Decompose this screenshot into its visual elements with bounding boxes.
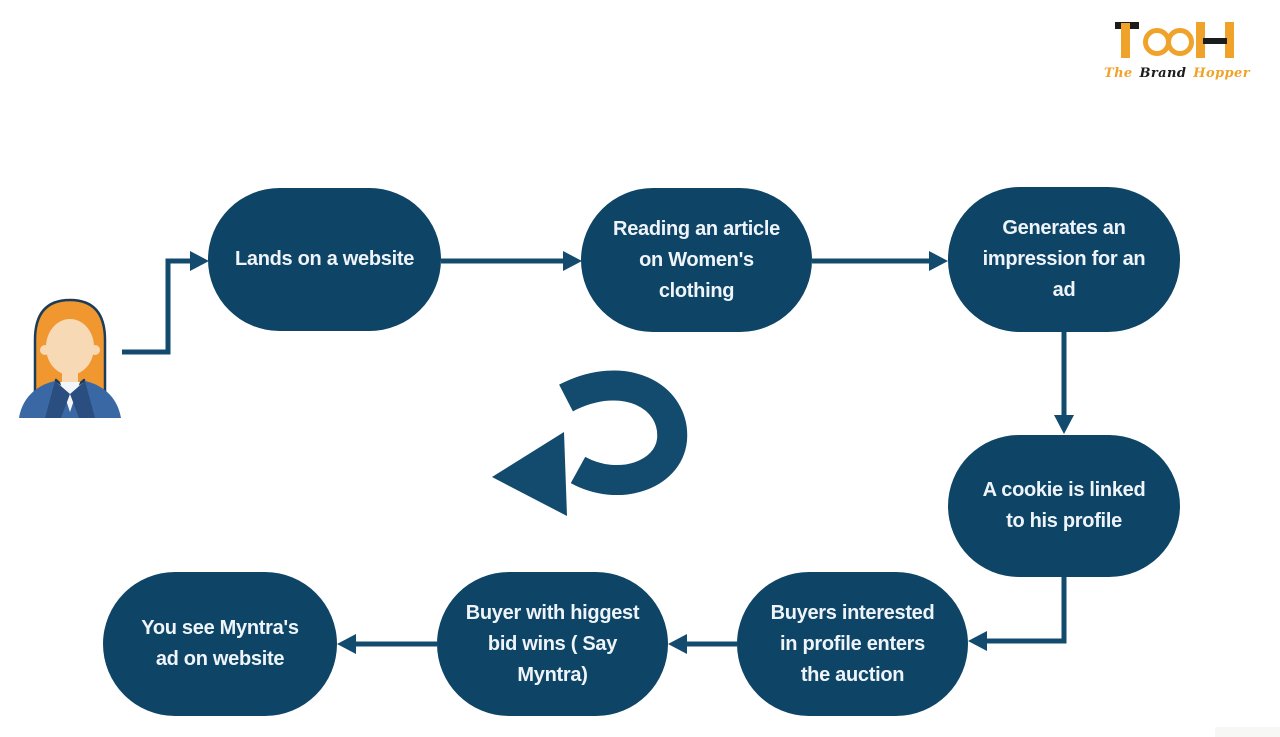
- arrowhead-left-icon: [968, 631, 987, 651]
- tagline-word-the: The: [1104, 66, 1133, 81]
- logo-tagline: The Brand Hopper: [1104, 66, 1250, 81]
- footer-strip: [1215, 727, 1280, 737]
- logo-monogram-icon: [1115, 22, 1234, 58]
- tagline-word-hopper: Hopper: [1193, 66, 1250, 81]
- curved-loop-arrow-icon: [492, 370, 688, 516]
- arrow-visitor-to-lands: [122, 258, 192, 355]
- arrowhead-down-icon: [1054, 415, 1074, 434]
- website-visitor-woman-icon: [19, 298, 121, 418]
- brand-hopper-logo: The Brand Hopper: [1104, 14, 1250, 81]
- tagline-word-brand: Brand: [1139, 66, 1187, 81]
- arrowhead-left-icon: [337, 634, 356, 654]
- arrowhead-right-icon: [929, 251, 948, 271]
- arrowhead-left-icon: [668, 634, 687, 654]
- arrow-cookie-to-auction: [985, 577, 1067, 644]
- arrowhead-right-icon: [563, 251, 582, 271]
- arrowhead-right-icon: [190, 251, 209, 271]
- flow-node-lands: Lands on a website: [208, 188, 441, 331]
